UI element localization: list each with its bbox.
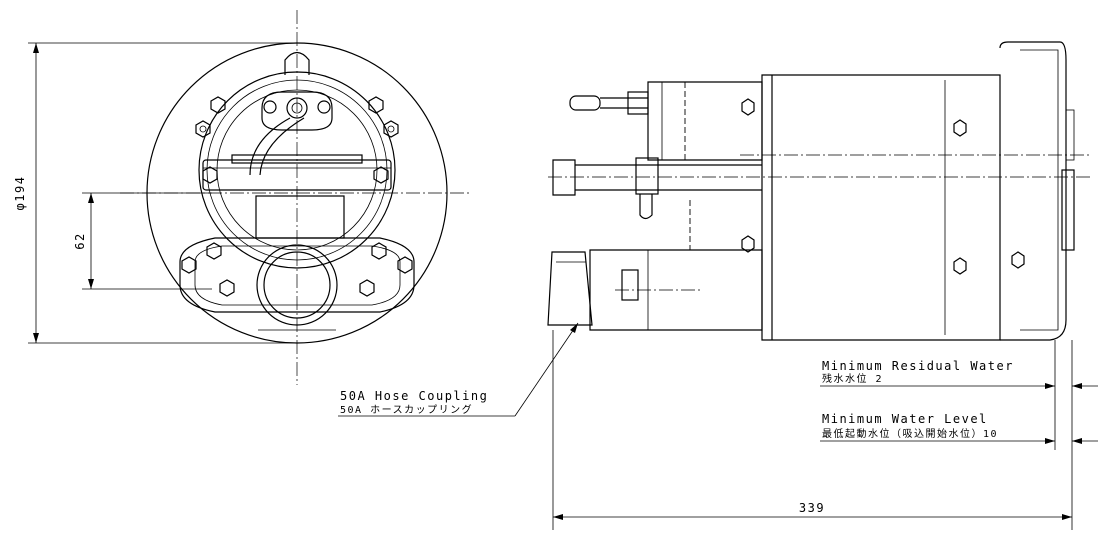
side-view	[547, 41, 1090, 530]
hose-en-label: 50A Hose Coupling	[340, 389, 488, 403]
residual-water-annotation: Minimum Residual Water 残水水位 2	[820, 359, 1098, 389]
length-label: 339	[799, 501, 825, 515]
level-en-label: Minimum Water Level	[822, 412, 988, 426]
water-level-annotation: Minimum Water Level 最低起動水位（吸込開始水位）10	[820, 412, 1098, 444]
hose-ja-label: 50A ホースカップリング	[340, 403, 473, 416]
diameter-dimension: φ194	[13, 176, 27, 211]
length-dimension: 339	[553, 501, 1072, 520]
residual-en-label: Minimum Residual Water	[822, 359, 1014, 373]
residual-ja-label: 残水水位 2	[822, 372, 883, 385]
front-view: φ194 62	[13, 10, 470, 385]
hose-coupling-annotation: 50A Hose Coupling 50A ホースカップリング	[338, 322, 579, 417]
height-dimension: 62	[73, 232, 87, 249]
level-ja-label: 最低起動水位（吸込開始水位）10	[822, 427, 998, 440]
bolt-group	[181, 96, 413, 297]
